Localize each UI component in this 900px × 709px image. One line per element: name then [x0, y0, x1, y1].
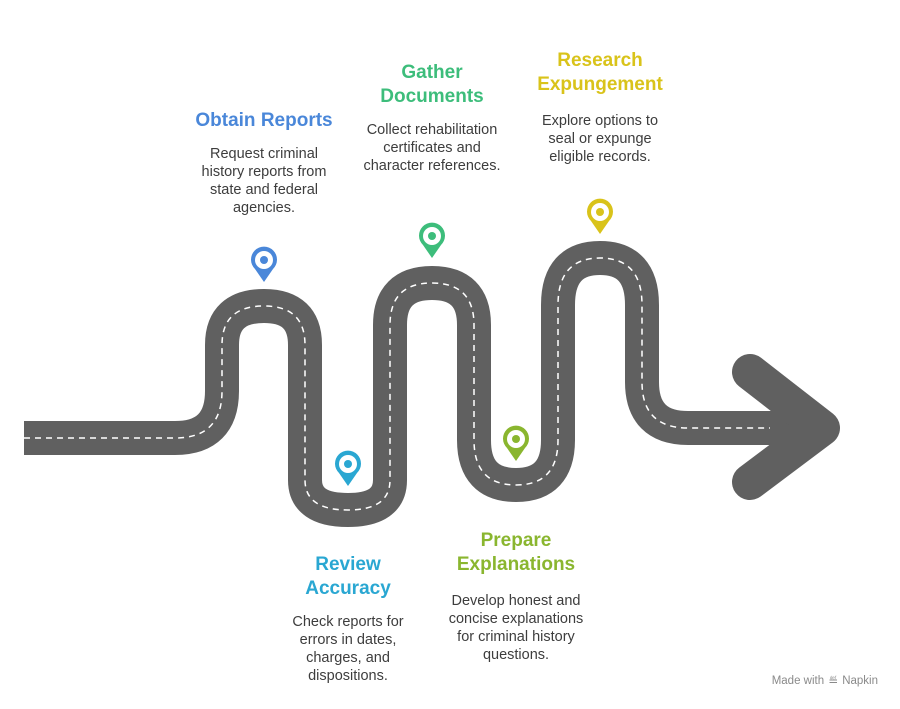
step-title-review-accuracy: Review Accuracy — [305, 554, 391, 599]
step-title-research-expungement: Research Expungement — [537, 50, 663, 95]
step-title-gather-documents: Gather Documents — [380, 62, 484, 107]
pin-icon-prepare-explanations — [503, 425, 529, 461]
road-path — [24, 241, 805, 527]
road-center-line — [24, 257, 770, 511]
step-title-prepare-explanations: Prepare Explanations — [456, 530, 576, 575]
napkin-logo-icon: ≝ — [828, 674, 839, 688]
napkin-brand-label: Napkin — [842, 675, 878, 687]
step-desc-gather-documents: Collect rehabilitation certificates and … — [363, 122, 501, 174]
step-desc-review-accuracy: Check reports for errors in dates, charg… — [292, 614, 404, 684]
made-with-label: Made with — [771, 675, 825, 687]
made-with-napkin-footer: Made with ≝ Napkin — [772, 674, 878, 688]
pin-icon-research-expungement — [587, 198, 613, 234]
pin-icon-obtain-reports — [251, 246, 277, 282]
step-desc-research-expungement: Explore options to seal or expunge eligi… — [541, 113, 659, 165]
road-arrowhead — [732, 354, 840, 500]
step-desc-obtain-reports: Request criminal history reports from st… — [201, 146, 327, 216]
step-title-obtain-reports: Obtain Reports — [195, 110, 333, 131]
pin-icon-review-accuracy — [335, 450, 361, 486]
step-desc-prepare-explanations: Develop honest and concise explanations … — [448, 593, 584, 663]
pin-icon-gather-documents — [419, 222, 445, 258]
